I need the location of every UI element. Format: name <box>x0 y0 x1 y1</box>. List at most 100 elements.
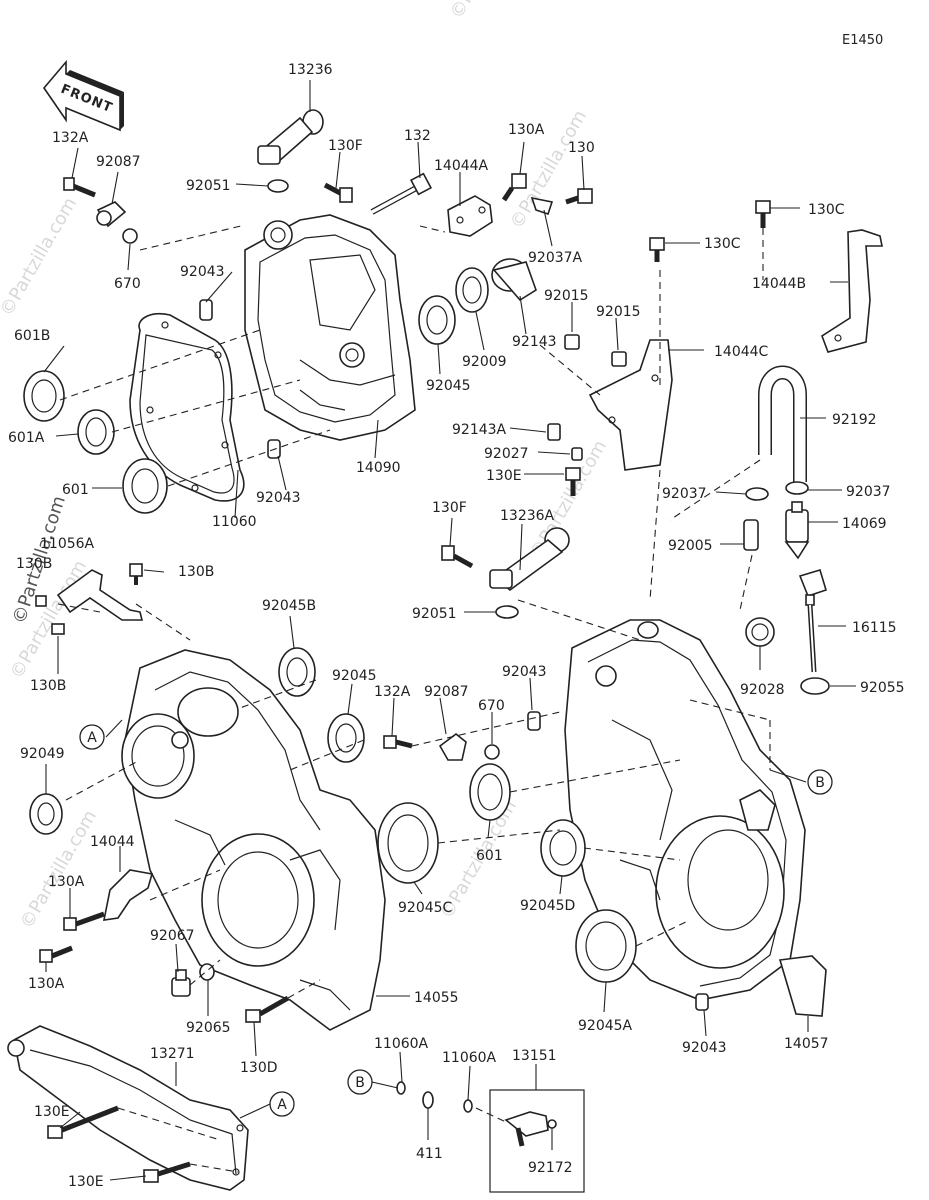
callout-b-1: B <box>807 769 833 795</box>
bolt-130a-lower-b <box>39 945 73 963</box>
label-130e-lower-a: 130E <box>34 1104 70 1120</box>
diagram-code: E1450 <box>842 33 883 48</box>
label-130-top: 130 <box>568 140 595 156</box>
label-130a-lower-a: 130A <box>48 874 85 890</box>
bushing-92028 <box>745 617 775 647</box>
part-labels: 13236 132A 92087 130F 132 130A 130 14044… <box>8 62 905 1190</box>
watermark-7: ©Partzilla.com <box>446 0 531 23</box>
bolt-132 <box>370 172 433 215</box>
label-14044c: 14044C <box>714 344 769 360</box>
label-601-lower: 601 <box>476 848 503 864</box>
label-14055: 14055 <box>414 990 459 1006</box>
bearing-92045-top <box>418 295 456 345</box>
clamp-92037-b <box>785 481 809 495</box>
bolt-130d <box>245 995 290 1023</box>
oring-670-top <box>122 228 138 244</box>
label-16115: 16115 <box>852 620 897 636</box>
label-92015-a: 92015 <box>544 288 589 304</box>
label-92015-b: 92015 <box>596 304 641 320</box>
label-411: 411 <box>416 1146 443 1162</box>
callout-a-1: A <box>79 724 105 750</box>
svg-text:A: A <box>277 1097 287 1113</box>
label-130f-top: 130F <box>328 138 363 154</box>
label-130c-a: 130C <box>704 236 741 252</box>
svg-text:B: B <box>815 775 825 791</box>
seal-92009 <box>455 267 489 313</box>
label-92045-lower: 92045 <box>332 668 377 684</box>
bolt-130-top <box>565 188 593 205</box>
label-92037-b: 92037 <box>846 484 891 500</box>
label-14044b: 14044B <box>752 276 806 292</box>
label-130a-lower-b: 130A <box>28 976 65 992</box>
label-92037a: 92037A <box>528 250 583 266</box>
gasket-11060 <box>129 312 245 502</box>
bolt-130b-c <box>129 563 143 585</box>
label-670-lower: 670 <box>478 698 505 714</box>
bolt-130a-top <box>501 173 527 202</box>
fitting-92087-lower <box>438 732 467 761</box>
bolt-130f <box>323 182 353 203</box>
bolt-130f-lower <box>441 545 474 569</box>
front-arrow-icon: FRONT <box>42 59 124 132</box>
label-92028: 92028 <box>740 682 785 698</box>
label-13236: 13236 <box>288 62 333 78</box>
label-92009: 92009 <box>462 354 507 370</box>
case-14090 <box>244 214 416 441</box>
label-13271: 13271 <box>150 1046 195 1062</box>
label-92045d: 92045D <box>520 898 575 914</box>
cover-13271 <box>7 1025 249 1191</box>
fitting-92005 <box>743 519 759 551</box>
label-670-top: 670 <box>114 276 141 292</box>
label-92043-mid: 92043 <box>256 490 301 506</box>
label-13151: 13151 <box>512 1048 557 1064</box>
ring-11060a-b <box>463 1099 473 1113</box>
bolt-130c-a <box>649 237 665 262</box>
fitting-92087-top <box>96 201 127 228</box>
oring-92055 <box>800 677 830 695</box>
label-130d: 130D <box>240 1060 278 1076</box>
leader-lines <box>43 80 856 1181</box>
label-92065: 92065 <box>186 1020 231 1036</box>
label-92143a: 92143A <box>452 422 507 438</box>
label-92043-top: 92043 <box>180 264 225 280</box>
bracket-14044a <box>447 195 493 237</box>
label-92037-a: 92037 <box>662 486 707 502</box>
label-130f-lower: 130F <box>432 500 467 516</box>
label-132: 132 <box>404 128 431 144</box>
bracket-14044 <box>102 869 154 921</box>
label-14057: 14057 <box>784 1036 829 1052</box>
label-132a-top: 132A <box>52 130 89 146</box>
label-92143: 92143 <box>512 334 557 350</box>
collar-92143 <box>491 258 537 302</box>
bolt-130e-lower-a <box>47 1105 119 1139</box>
case-14055 <box>121 649 386 1031</box>
bolt-130b-a <box>35 595 47 607</box>
label-601-top: 601 <box>62 482 89 498</box>
bearing-92045c <box>377 802 439 884</box>
spacer-92027 <box>571 447 583 461</box>
bearing-601a <box>77 409 115 455</box>
bolt-130b-b <box>51 623 65 635</box>
label-92055: 92055 <box>860 680 905 696</box>
label-601a: 601A <box>8 430 45 446</box>
washer-92051-lower <box>495 605 519 619</box>
label-92005: 92005 <box>668 538 713 554</box>
label-92192: 92192 <box>832 412 877 428</box>
label-11060: 11060 <box>212 514 257 530</box>
callout-b-2: B <box>347 1069 373 1095</box>
switch-13151 <box>504 1111 557 1147</box>
label-130e-lower-b: 130E <box>68 1174 104 1190</box>
label-92045-top: 92045 <box>426 378 471 394</box>
label-92049: 92049 <box>20 746 65 762</box>
label-14044a: 14044A <box>434 158 489 174</box>
lever-13236 <box>257 109 324 165</box>
label-14069: 14069 <box>842 516 887 532</box>
bracket-14044c <box>588 339 673 471</box>
label-601b: 601B <box>14 328 50 344</box>
label-92045b: 92045B <box>262 598 316 614</box>
callout-a-2: A <box>269 1091 295 1117</box>
bearing-92045d <box>540 819 586 877</box>
dowel-92043-d <box>695 993 709 1011</box>
bolt-130a-lower-a <box>63 911 105 931</box>
